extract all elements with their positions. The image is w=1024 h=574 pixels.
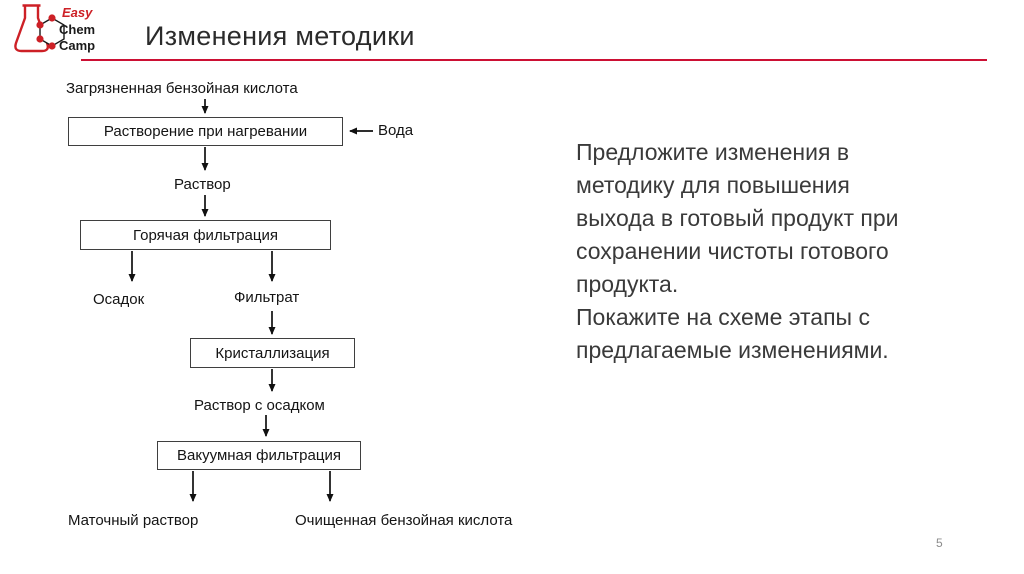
label-filtrate: Фильтрат xyxy=(234,289,300,306)
label-purified-benzoic-acid: Очищенная бензойная кислота xyxy=(295,512,513,529)
task-text-line: методику для повышения xyxy=(576,172,850,198)
label-solution: Раствор xyxy=(174,176,231,193)
easychemcamp-logo: Easy Chem Camp xyxy=(14,4,95,53)
logo-text-easy: Easy xyxy=(62,5,93,20)
task-text-line: предлагаемые изменениями. xyxy=(576,337,889,363)
label-precipitate: Осадок xyxy=(93,291,145,308)
label-mother-liquor: Маточный раствор xyxy=(68,512,199,529)
flask-icon xyxy=(14,4,50,53)
label-water: Вода xyxy=(378,122,414,139)
label-contaminated-benzoic-acid: Загрязненная бензойная кислота xyxy=(66,80,298,97)
logo-text-chem: Chem xyxy=(59,22,95,37)
task-text-block: Предложите изменения в методику для повы… xyxy=(576,136,1006,367)
page-number: 5 xyxy=(936,536,943,550)
title-divider-line xyxy=(81,59,987,61)
slide-title: Изменения методики xyxy=(145,21,415,51)
box-crystallization: Кристаллизация xyxy=(190,338,355,368)
task-text-line: Предложите изменения в xyxy=(576,139,850,165)
task-text-line: выхода в готовый продукт при xyxy=(576,205,899,231)
benzene-hexagon-icon xyxy=(36,14,65,50)
box-dissolution-on-heating: Растворение при нагревании xyxy=(68,117,343,146)
box-vacuum-filtration: Вакуумная фильтрация xyxy=(157,441,361,470)
task-text-line: сохранении чистоты готового xyxy=(576,238,889,264)
label-solution-with-precipitate: Раствор с осадком xyxy=(194,397,325,414)
logo-text-camp: Camp xyxy=(59,38,95,53)
task-text-line: продукта. xyxy=(576,271,679,297)
box-hot-filtration: Горячая фильтрация xyxy=(80,220,331,250)
task-text-line: Покажите на схеме этапы с xyxy=(576,304,870,330)
